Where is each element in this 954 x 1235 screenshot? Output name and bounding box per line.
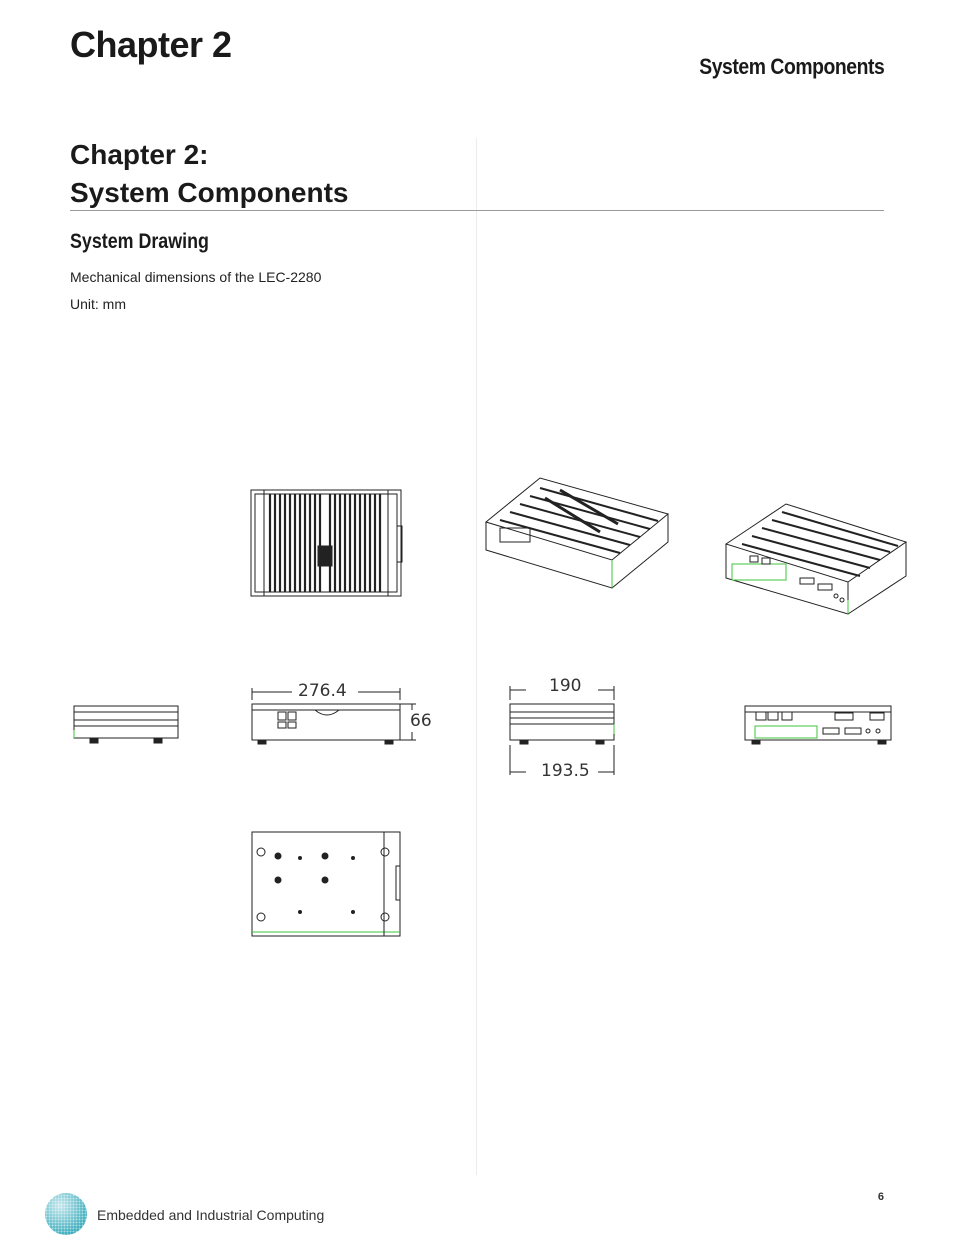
- title-line-2: System Components: [70, 177, 349, 208]
- top-view: [250, 489, 403, 597]
- chapter-header: Chapter 2: [70, 24, 232, 65]
- section-header: System Components: [698, 54, 885, 79]
- footer-text: Embedded and Industrial Computing: [97, 1207, 325, 1223]
- rear-view: [744, 705, 892, 745]
- left-side-view: [73, 705, 179, 744]
- isometric-front-view: [484, 477, 670, 589]
- dimension-front-width: 276.4: [298, 681, 347, 701]
- front-view: [251, 688, 416, 745]
- bottom-view: [251, 831, 401, 937]
- subheading: System Drawing: [70, 230, 209, 253]
- title-line-1: Chapter 2:: [70, 139, 209, 170]
- title-rule: [70, 210, 884, 211]
- dimension-side-top: 190: [549, 676, 581, 696]
- right-side-view: [509, 686, 615, 775]
- description-text: Mechanical dimensions of the LEC-2280: [70, 269, 322, 285]
- dimension-height: 66: [410, 711, 432, 731]
- column-divider: [476, 138, 477, 1175]
- dimension-side-bottom: 193.5: [541, 761, 590, 781]
- isometric-rear-view: [724, 503, 908, 615]
- globe-logo-icon: [45, 1193, 87, 1235]
- page-title: Chapter 2: System Components: [70, 136, 349, 212]
- page-number: 6: [877, 1191, 884, 1203]
- unit-text: Unit: mm: [70, 296, 126, 312]
